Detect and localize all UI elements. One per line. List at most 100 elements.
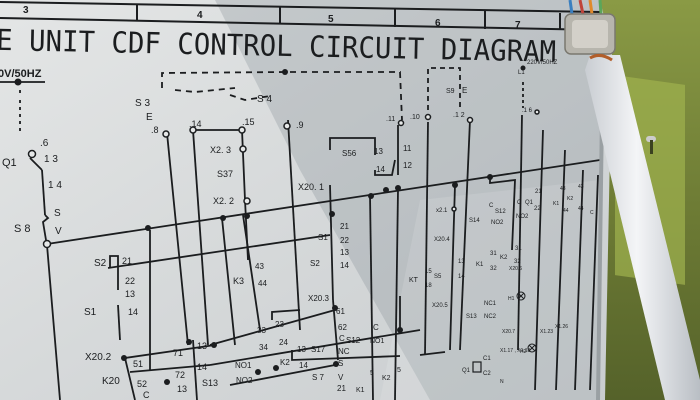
label-x1-23: X1.23 xyxy=(540,329,553,335)
label-q1: Q1 xyxy=(2,157,17,169)
label-x1: X1.17 , X1.18 xyxy=(500,348,531,354)
label-x2-3: X2. 3 xyxy=(210,145,231,155)
label-q1-6: .6 xyxy=(40,138,49,149)
label-x20-5: X20.5 xyxy=(432,303,448,309)
label-s7: S 7 xyxy=(312,373,325,382)
junction-dots xyxy=(14,65,526,385)
label-k1b-5: 5 xyxy=(370,370,374,377)
label-s14-no2: NO2 xyxy=(491,220,504,226)
label-t11: .11 xyxy=(386,116,395,123)
label-s1a-22: 22 xyxy=(340,236,349,245)
label-q1b-21: 21 xyxy=(535,189,542,195)
label-s37: S37 xyxy=(217,169,233,179)
label-x20-2: X20.2 xyxy=(85,352,112,363)
label-k2-14: 14 xyxy=(299,361,308,370)
label-s12-c: C xyxy=(373,323,379,332)
label-n: N xyxy=(500,379,504,385)
label-k2c-32: 32 xyxy=(514,259,521,265)
label-no1: NO1 xyxy=(235,361,252,370)
terminal-circles xyxy=(27,109,540,249)
label-s1: S1 xyxy=(84,307,97,318)
label-c12: 12 xyxy=(403,161,412,170)
label-x1-26: X1.26 xyxy=(555,324,568,330)
rust-stain xyxy=(589,53,613,62)
label-x2-2: X2. 2 xyxy=(213,196,234,206)
label-k1: K1 xyxy=(476,262,484,268)
label-s56-13: 13 xyxy=(374,147,383,156)
label-s7-21: 21 xyxy=(337,384,346,393)
lamp-icon xyxy=(516,291,537,353)
label-s8-s: S xyxy=(54,208,61,219)
label-c14a: 14 xyxy=(197,362,207,372)
label-s12: S12 xyxy=(346,336,361,345)
wall-screw-shaft xyxy=(650,140,653,154)
label-s12b: S12 xyxy=(495,209,506,215)
label-x2-1: x2.1 xyxy=(436,208,448,214)
wire-bundle xyxy=(568,0,603,15)
supply-right-label: 220V/50HZ xyxy=(527,60,558,66)
label-s1a: S1 xyxy=(318,233,328,242)
label-s4: S 4 xyxy=(257,94,272,105)
label-s9: S9 xyxy=(446,88,455,95)
label-k1r: K1 xyxy=(553,201,559,207)
label-q1b: Q1 xyxy=(525,200,534,206)
label-c61: 61 xyxy=(336,307,345,316)
label-q1-13: 1 3 xyxy=(44,154,58,165)
label-k20-52: 52 xyxy=(137,379,147,389)
supply-right-line: L1 xyxy=(518,70,525,76)
label-c72: 72 xyxy=(175,370,185,380)
label-s2b-14: 14 xyxy=(340,261,349,270)
label-s2-13: 13 xyxy=(125,289,135,299)
column-numbers: 3 4 5 6 7 xyxy=(23,5,521,31)
column-number: 6 xyxy=(435,18,441,29)
label-k20: K20 xyxy=(102,376,120,387)
label-c5: 5 xyxy=(397,367,401,374)
label-k2c: K2 xyxy=(500,255,508,261)
label-s9-e: E xyxy=(462,86,467,95)
label-x20-6: X20.6 xyxy=(509,266,522,272)
label-q1c: Q1 xyxy=(462,368,471,374)
label-s17-s: S xyxy=(338,359,343,368)
component-labels: Q1 .6 1 3 1 4 S 8 S V S 3 E .8 S 4 .9 .1… xyxy=(2,86,594,400)
label-k20-51: 51 xyxy=(133,359,143,369)
column-number: 4 xyxy=(197,10,203,21)
label-s17-nc: NC xyxy=(338,347,350,356)
label-c62: 62 xyxy=(338,323,347,332)
label-s2-22: 22 xyxy=(125,276,135,286)
label-x20-7: X20.7 xyxy=(502,329,515,335)
column-header-grid xyxy=(0,1,601,31)
label-s3: S 3 xyxy=(135,98,150,109)
label-s12-no1: NO1 xyxy=(370,338,385,345)
label-t15: .15 xyxy=(242,117,255,127)
label-s2: S2 xyxy=(94,258,107,269)
label-h1: H1 xyxy=(508,296,515,302)
label-s13b-nc2: NC2 xyxy=(484,314,497,320)
label-kt-15: 15 xyxy=(425,269,432,275)
label-x20-4: X20.4 xyxy=(434,237,450,243)
label-s3-e: E xyxy=(146,112,153,123)
plate-background xyxy=(0,0,612,400)
label-k1b: K1 xyxy=(356,387,365,394)
label-k1-31: 31 xyxy=(490,251,497,257)
label-q1c-c1: C1 xyxy=(483,356,491,362)
label-c11: 11 xyxy=(403,144,412,153)
label-s7-v: V xyxy=(338,373,344,382)
label-s4-9: .9 xyxy=(296,120,304,130)
conduit-pipe xyxy=(585,55,700,400)
label-k1r-44: 44 xyxy=(563,208,569,214)
label-s13: S13 xyxy=(202,378,218,388)
column-number: 3 xyxy=(23,5,29,16)
label-kt: KT xyxy=(409,277,419,284)
label-x20-1: X20. 1 xyxy=(298,182,324,192)
label-k3-44: 44 xyxy=(258,279,267,288)
label-s1a-21: 21 xyxy=(340,222,349,231)
label-t14: .14 xyxy=(189,119,202,129)
label-k3-43: 43 xyxy=(255,262,264,271)
label-s56-14: 14 xyxy=(376,165,385,174)
label-c71: 71 xyxy=(173,348,183,358)
label-s8: S 8 xyxy=(14,223,31,235)
label-cr: C xyxy=(590,210,594,216)
label-s14: S14 xyxy=(469,218,480,224)
label-c13b: 13 xyxy=(177,384,187,394)
